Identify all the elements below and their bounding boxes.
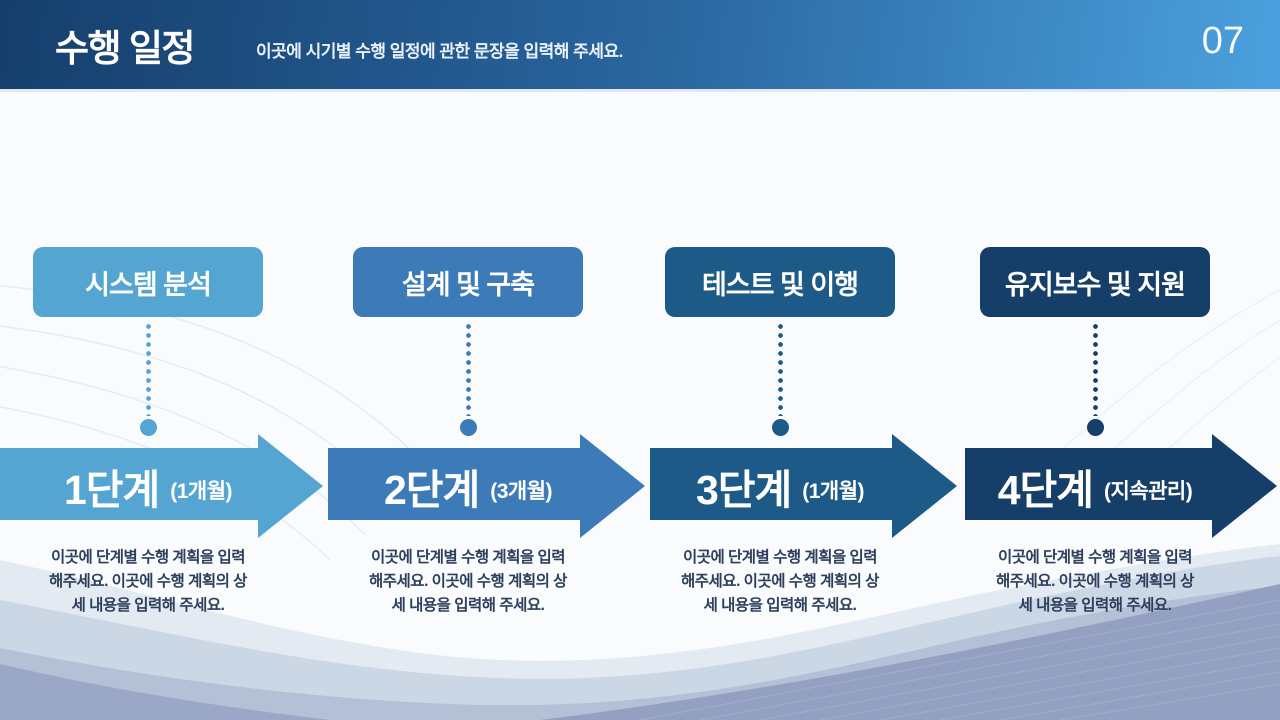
phase-4-stage-label: 4단계 (지속관리): [935, 434, 1255, 538]
phase-2-duration: (3개월): [490, 479, 553, 503]
phase-2-stage-number: 2단계: [383, 467, 480, 513]
phase-4-node-dot: [1086, 419, 1104, 436]
phase-3-dotted-connector: [777, 322, 783, 416]
phase-4-dotted-connector: [1092, 322, 1098, 416]
phase-4-description: 이곳에 단계별 수행 계획을 입력 해주세요. 이곳에 수행 계획의 상 세 내…: [960, 546, 1230, 618]
phase-3-description: 이곳에 단계별 수행 계획을 입력 해주세요. 이곳에 수행 계획의 상 세 내…: [645, 546, 915, 618]
arrow-shape-phase4: [965, 434, 1277, 538]
header-bar: 수행 일정 이곳에 시기별 수행 일정에 관한 문장을 입력해 주세요. 07: [0, 0, 1280, 92]
phase-1-node-dot: [139, 419, 157, 436]
phase-2-stage-label: 2단계 (3개월): [308, 434, 628, 538]
page-title: 수행 일정: [55, 27, 195, 69]
phase-1-description: 이곳에 단계별 수행 계획을 입력 해주세요. 이곳에 수행 계획의 상 세 내…: [13, 546, 283, 618]
phase-4-stage-number: 4단계: [997, 467, 1094, 513]
phase-3-label-box: 테스트 및 이행: [665, 247, 895, 317]
phase-2-desc-line1: 이곳에 단계별 수행 계획을 입력: [370, 549, 566, 566]
timeline-arrow-band: [0, 434, 1277, 538]
phase-4-label-box: 유지보수 및 지원: [980, 247, 1210, 317]
phase-3-desc-line3: 세 내용을 입력해 주세요.: [703, 597, 857, 614]
phase-4-desc-line3: 세 내용을 입력해 주세요.: [1018, 597, 1172, 614]
phase-1-duration: (1개월): [170, 479, 233, 503]
phase-2-label-box: 설계 및 구축: [353, 247, 583, 317]
page-number: 07: [1201, 20, 1244, 62]
arrow-shape-phase1: [0, 434, 323, 538]
phase-1-dotted-connector: [145, 322, 151, 416]
phase-2-desc-line3: 세 내용을 입력해 주세요.: [391, 597, 545, 614]
phase-3-node-dot: [771, 419, 789, 436]
phase-3-desc-line1: 이곳에 단계별 수행 계획을 입력: [682, 549, 878, 566]
phase-2-node-dot: [459, 419, 477, 436]
phase-3-stage-label: 3단계 (1개월): [620, 434, 940, 538]
phase-3-duration: (1개월): [802, 479, 865, 503]
phase-1-desc-line2: 해주세요. 이곳에 수행 계획의 상: [49, 573, 247, 590]
phase-1-label-box: 시스템 분석: [33, 247, 263, 317]
phase-2-description: 이곳에 단계별 수행 계획을 입력 해주세요. 이곳에 수행 계획의 상 세 내…: [333, 546, 603, 618]
phase-1-stage-number: 1단계: [63, 467, 160, 513]
arrow-shape-phase2: [328, 434, 645, 538]
phase-3-desc-line2: 해주세요. 이곳에 수행 계획의 상: [681, 573, 879, 590]
phase-1-desc-line3: 세 내용을 입력해 주세요.: [71, 597, 225, 614]
phase-4-desc-line2: 해주세요. 이곳에 수행 계획의 상: [996, 573, 1194, 590]
arrow-shape-phase3: [650, 434, 957, 538]
phase-3-stage-number: 3단계: [695, 467, 792, 513]
phase-4-desc-line1: 이곳에 단계별 수행 계획을 입력: [997, 549, 1193, 566]
phase-4-duration: (지속관리): [1103, 479, 1193, 503]
header-subtitle: 이곳에 시기별 수행 일정에 관한 문장을 입력해 주세요.: [255, 41, 623, 61]
phase-2-desc-line2: 해주세요. 이곳에 수행 계획의 상: [369, 573, 567, 590]
phase-1-stage-label: 1단계 (1개월): [0, 434, 308, 538]
phase-2-dotted-connector: [465, 322, 471, 416]
phase-1-desc-line1: 이곳에 단계별 수행 계획을 입력: [50, 549, 246, 566]
